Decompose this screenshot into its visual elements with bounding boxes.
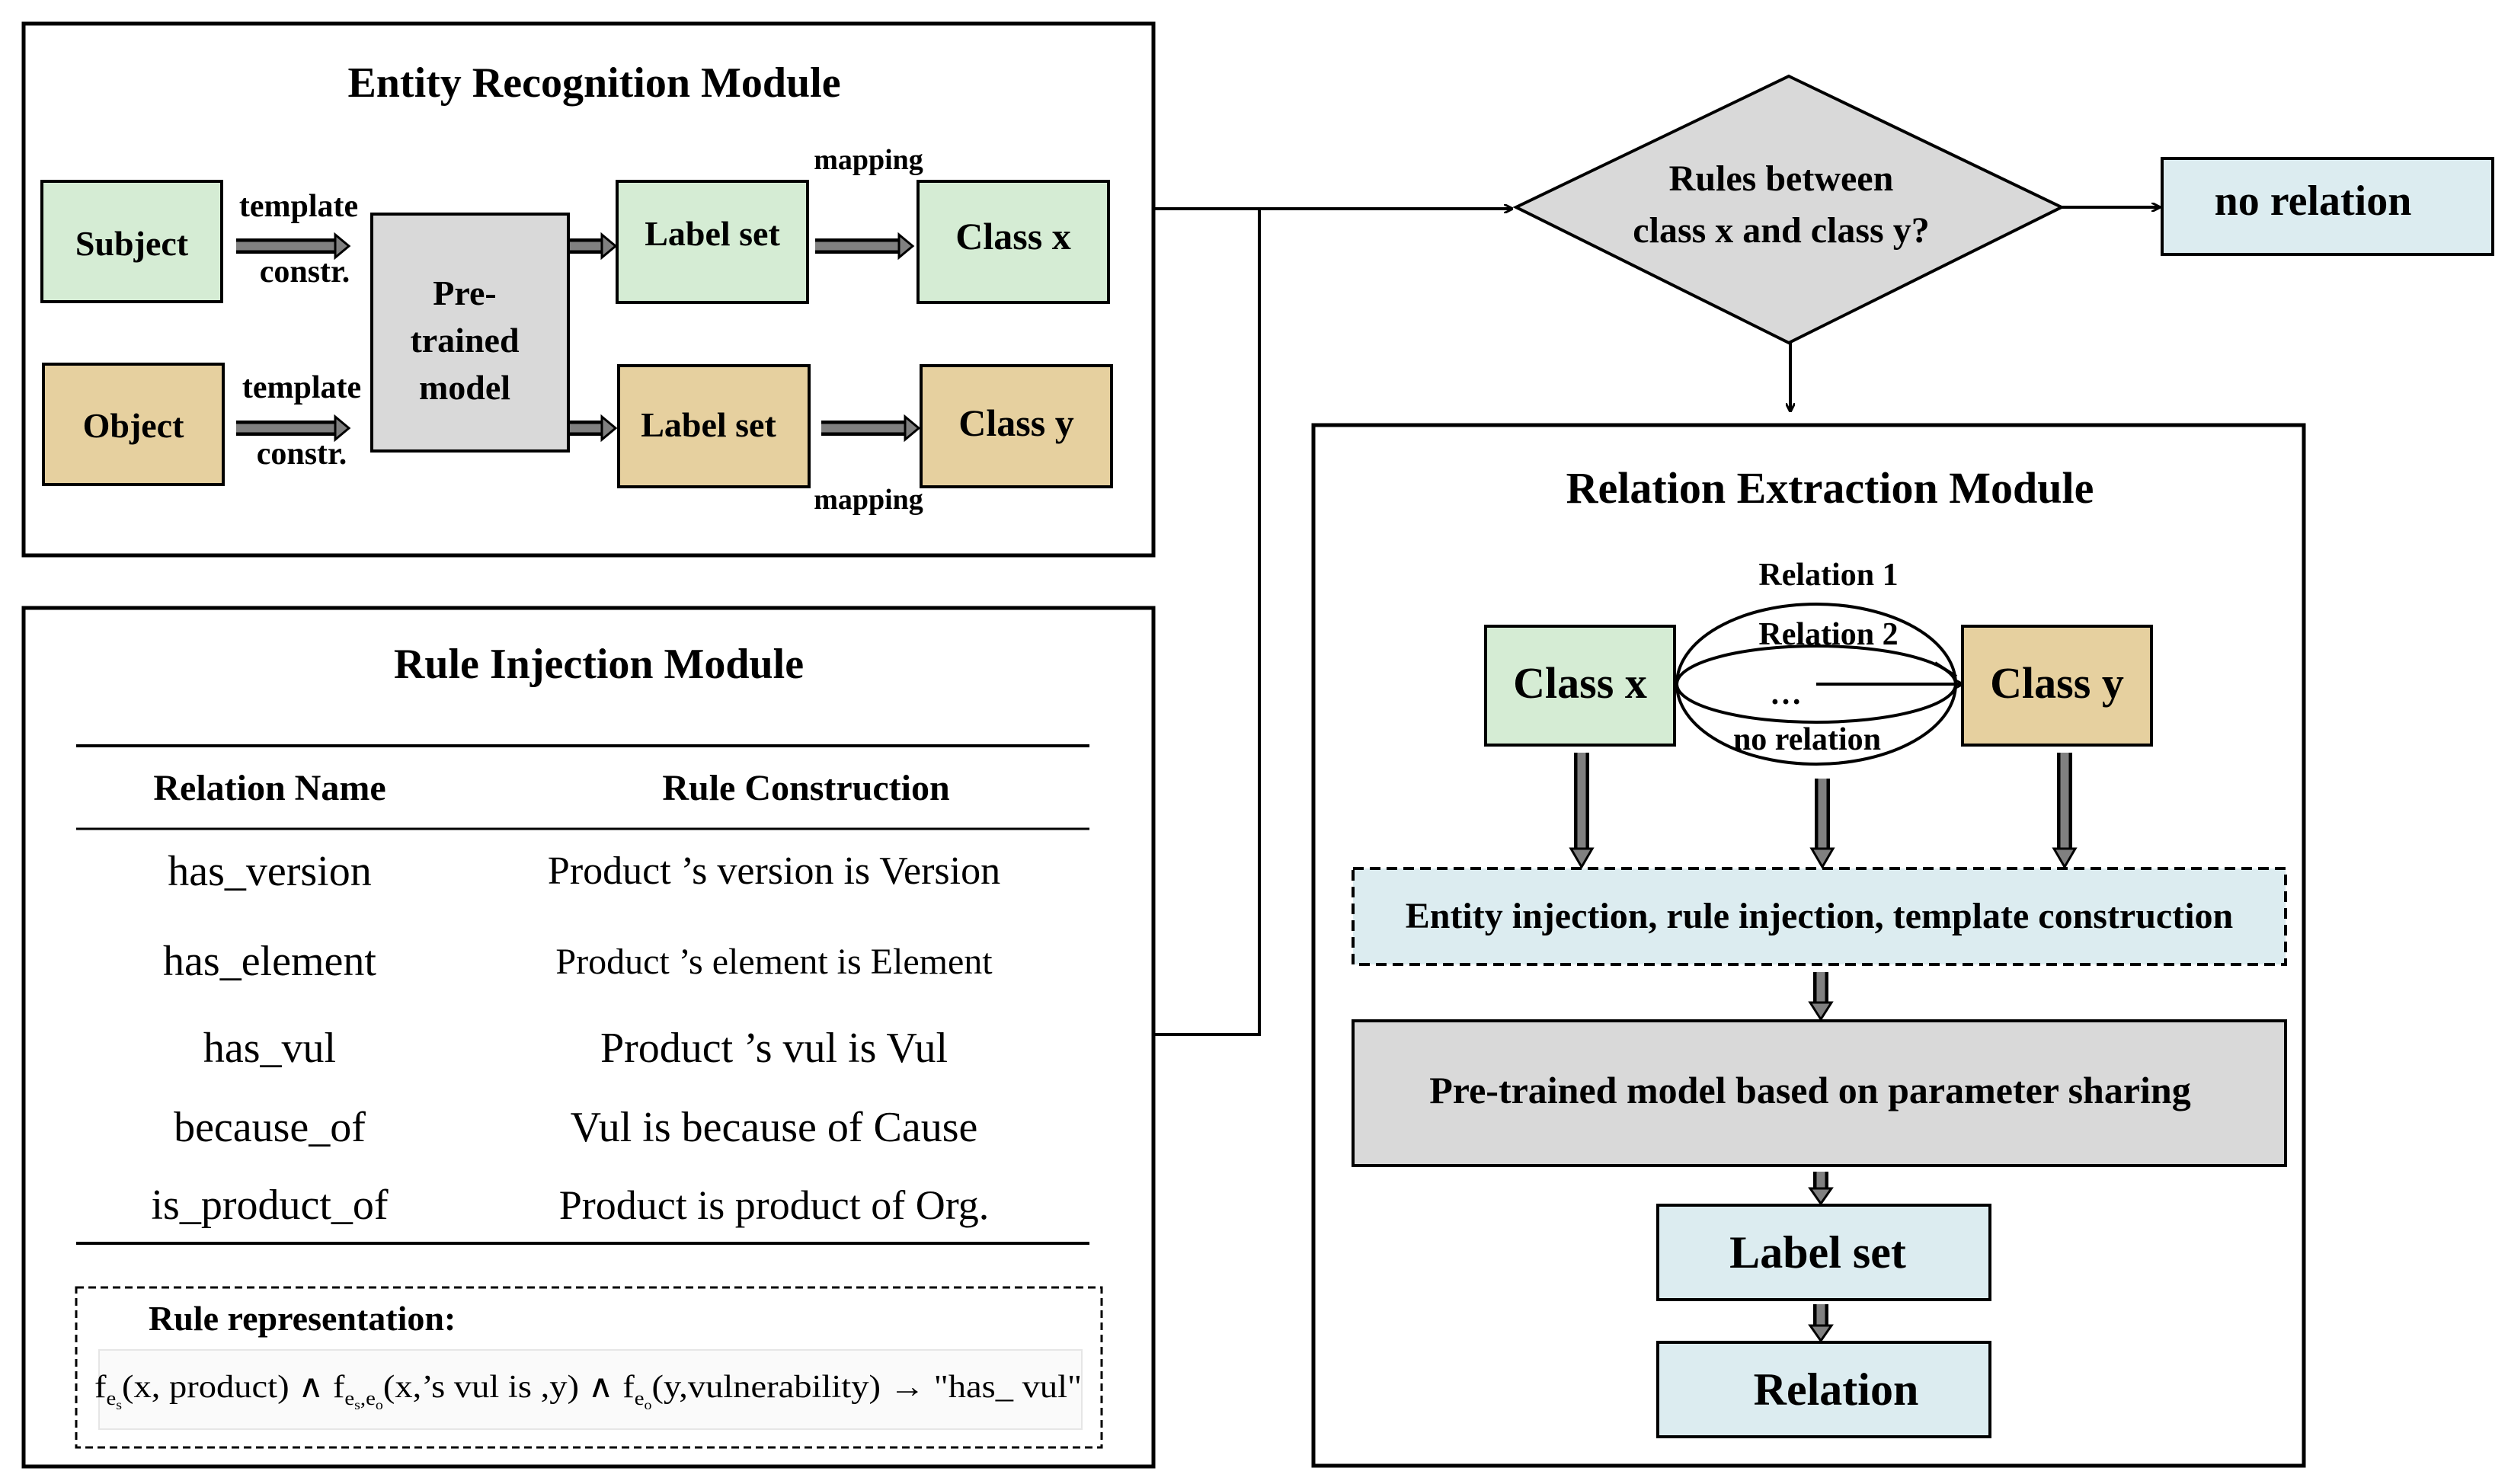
no-relation-box: no relation (2161, 157, 2494, 256)
relation-2-label: Relation 2 (1758, 617, 1898, 652)
down-arrow-injection (1808, 972, 1834, 1022)
svg-text:Class x: Class x (955, 215, 1070, 257)
svg-text:Class y: Class y (958, 401, 1073, 444)
svg-text:Label set: Label set (641, 405, 776, 444)
down-arrow-left (1569, 753, 1595, 869)
down-arrow-label (1808, 1304, 1834, 1343)
relation-ellipses (1675, 603, 1963, 766)
relation-name-cell: has_vul (203, 1025, 336, 1072)
relation-name-cell: because_of (174, 1104, 366, 1151)
template-arrow-bottom (236, 414, 351, 443)
label-set-top-box: Label set (616, 180, 809, 304)
rule-construction-cell: Product ’s vul is Vul (600, 1025, 948, 1072)
label-set-box: Label set (1656, 1204, 1991, 1301)
class-x-box: Class x (917, 180, 1110, 304)
table-row: has_version Product ’s version is Versio… (168, 848, 1000, 895)
svg-text:no relation: no relation (2215, 178, 2412, 225)
svg-text:Label set: Label set (645, 214, 780, 253)
svg-text:Class x: Class x (1513, 658, 1647, 708)
table-row: because_of Vul is because of Cause (174, 1104, 977, 1151)
object-box: Object (42, 363, 225, 486)
svg-text:Subject: Subject (75, 224, 189, 263)
rule-construction-cell: Vul is because of Cause (571, 1104, 978, 1151)
class-y-box: Class y (920, 364, 1113, 488)
entity-module-title: Entity Recognition Module (347, 59, 840, 107)
svg-text:Relation: Relation (1754, 1364, 1919, 1415)
constr-label-top: constr. (260, 254, 350, 289)
svg-text:Pre-trained model based on par: Pre-trained model based on parameter sha… (1429, 1069, 2190, 1111)
relation-name-cell: is_product_of (151, 1182, 388, 1229)
down-arrow-right (2052, 753, 2078, 869)
template-arrow-top (236, 232, 351, 261)
table-row: is_product_of Product is product of Org. (151, 1182, 989, 1229)
rule-construction-cell: Product ’s element is Element (555, 942, 993, 982)
down-arrow-center (1809, 779, 1835, 869)
template-label-bottom: template (242, 370, 361, 405)
entity-recognition-module: Entity Recognition Module Subject Object… (21, 21, 1156, 558)
constr-label-bottom: constr. (257, 437, 347, 472)
relation-name-cell: has_version (168, 848, 372, 895)
model-arrow-top (570, 232, 618, 261)
svg-text:trained: trained (410, 321, 520, 360)
mapping-arrow-top (815, 232, 915, 261)
header-relation-name: Relation Name (153, 768, 385, 808)
pretrained-model-box: Pre- trained model (370, 213, 570, 453)
subject-box: Subject (40, 180, 223, 303)
relation-1-label: Relation 1 (1758, 558, 1898, 593)
class-x-box: Class x (1484, 625, 1676, 747)
rule-construction-cell: Product ’s version is Version (548, 849, 1000, 893)
relation-extraction-module: Relation Extraction Module Class x Class… (1311, 423, 2306, 1468)
connector-lines (1153, 207, 2160, 1036)
svg-text:Object: Object (83, 406, 185, 445)
mapping-label-top: mapping (814, 144, 923, 176)
relation-box: Relation (1656, 1341, 1991, 1438)
svg-text:model: model (419, 368, 510, 407)
svg-text:Pre-: Pre- (433, 273, 496, 312)
model-arrow-bottom (570, 414, 618, 443)
table-row: has_vul Product ’s vul is Vul (203, 1025, 948, 1072)
svg-text:Entity injection, rule injecti: Entity injection, rule injection, templa… (1406, 896, 2234, 936)
svg-text:class x and class y?: class x and class y? (1633, 210, 1929, 251)
rules-decision-diamond: Rules between class x and class y? (1512, 74, 2065, 345)
svg-text:Class y: Class y (1990, 658, 2124, 708)
class-y-box: Class y (1961, 625, 2153, 747)
template-label-top: template (239, 189, 358, 224)
down-arrow-model (1808, 1172, 1834, 1206)
rule-representation-title: Rule representation: (149, 1299, 456, 1338)
rule-construction-cell: Product is product of Org. (559, 1182, 989, 1228)
rule-representation-box: Rule representation: fes(x, product) ∧ f… (75, 1286, 1103, 1449)
rule-injection-module: Rule Injection Module Relation Name Rule… (21, 606, 1156, 1469)
mapping-label-bottom: mapping (814, 484, 923, 516)
svg-text:Rules between: Rules between (1669, 158, 1894, 199)
svg-text:Label set: Label set (1729, 1227, 1906, 1278)
no-relation-label: no relation (1733, 722, 1881, 757)
relation-name-cell: has_element (163, 938, 376, 985)
pretrained-sharing-box: Pre-trained model based on parameter sha… (1352, 1019, 2287, 1167)
injection-box: Entity injection, rule injection, templa… (1352, 867, 2287, 966)
table-row: has_element Product ’s element is Elemen… (163, 938, 993, 985)
label-set-bottom-box: Label set (617, 364, 811, 488)
mapping-arrow-bottom (821, 414, 921, 443)
rule-formula: fes(x, product) ∧ fes,eo(x,’s vul is ,y)… (94, 1370, 1082, 1412)
rule-module-title: Rule Injection Module (394, 641, 804, 688)
header-rule-construction: Rule Construction (662, 768, 949, 808)
ellipsis-label: … (1770, 676, 1802, 712)
relation-module-title: Relation Extraction Module (1566, 463, 2094, 513)
